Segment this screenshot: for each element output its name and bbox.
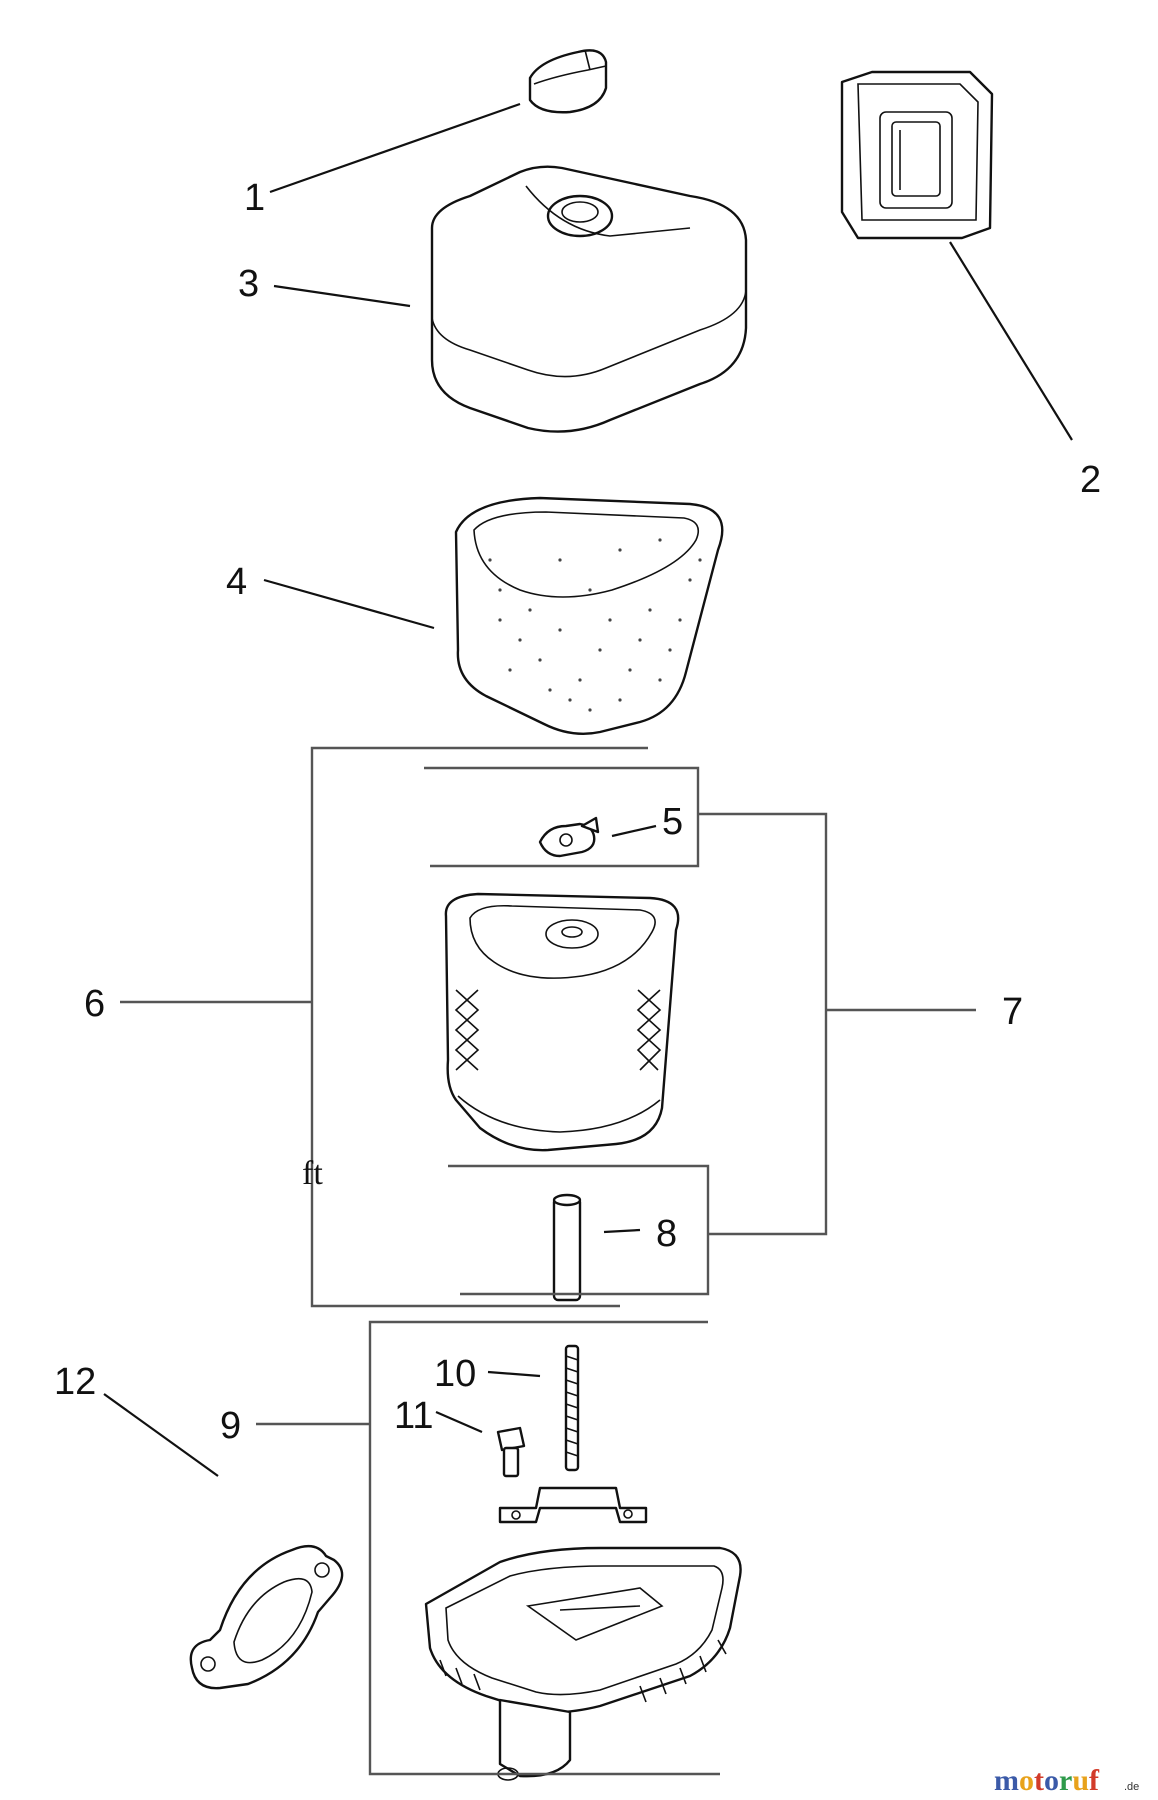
wm-letter: t <box>1034 1764 1044 1797</box>
callout-labels: 1 2 3 4 5 6 7 8 9 10 11 12 <box>54 177 1101 1447</box>
part-12-gasket <box>189 1544 344 1690</box>
callout-11: 11 <box>394 1395 433 1437</box>
callout-6: 6 <box>84 983 105 1025</box>
brackets <box>120 746 976 1776</box>
watermark: motoruf .de <box>994 1764 1139 1797</box>
leader-lines <box>103 102 1073 1477</box>
part-2-precleaner <box>840 70 994 240</box>
callout-9: 9 <box>220 1405 241 1447</box>
part-4-foam-element <box>454 496 724 735</box>
wm-letter: o <box>1019 1764 1034 1797</box>
callout-7: 7 <box>1002 991 1023 1033</box>
part-5-wing-nut <box>538 816 600 858</box>
wm-letter: f <box>1089 1764 1100 1797</box>
svg-text:motoruf: motoruf <box>994 1764 1100 1797</box>
callout-4: 4 <box>226 561 247 603</box>
part-1-knob <box>528 49 608 114</box>
part-11-bolt <box>496 1426 526 1478</box>
wm-suffix: .de <box>1124 1781 1139 1793</box>
part-8-sleeve <box>552 1193 582 1302</box>
callout-12: 12 <box>54 1361 96 1403</box>
part-10-stud <box>498 1344 648 1524</box>
wm-letter: m <box>994 1764 1019 1797</box>
part-9-base <box>424 1546 742 1781</box>
stray-note: ft <box>302 1155 323 1192</box>
wm-letter: r <box>1059 1764 1072 1797</box>
callout-5: 5 <box>662 801 683 843</box>
callout-2: 2 <box>1080 459 1101 501</box>
callout-1: 1 <box>244 177 265 219</box>
part-3-cover <box>430 165 748 433</box>
part-7-paper-filter <box>444 892 680 1152</box>
wm-letter: u <box>1072 1764 1089 1797</box>
callout-8: 8 <box>656 1213 677 1255</box>
callout-3: 3 <box>238 263 259 305</box>
wm-letter: o <box>1044 1764 1059 1797</box>
callout-10: 10 <box>434 1353 476 1395</box>
